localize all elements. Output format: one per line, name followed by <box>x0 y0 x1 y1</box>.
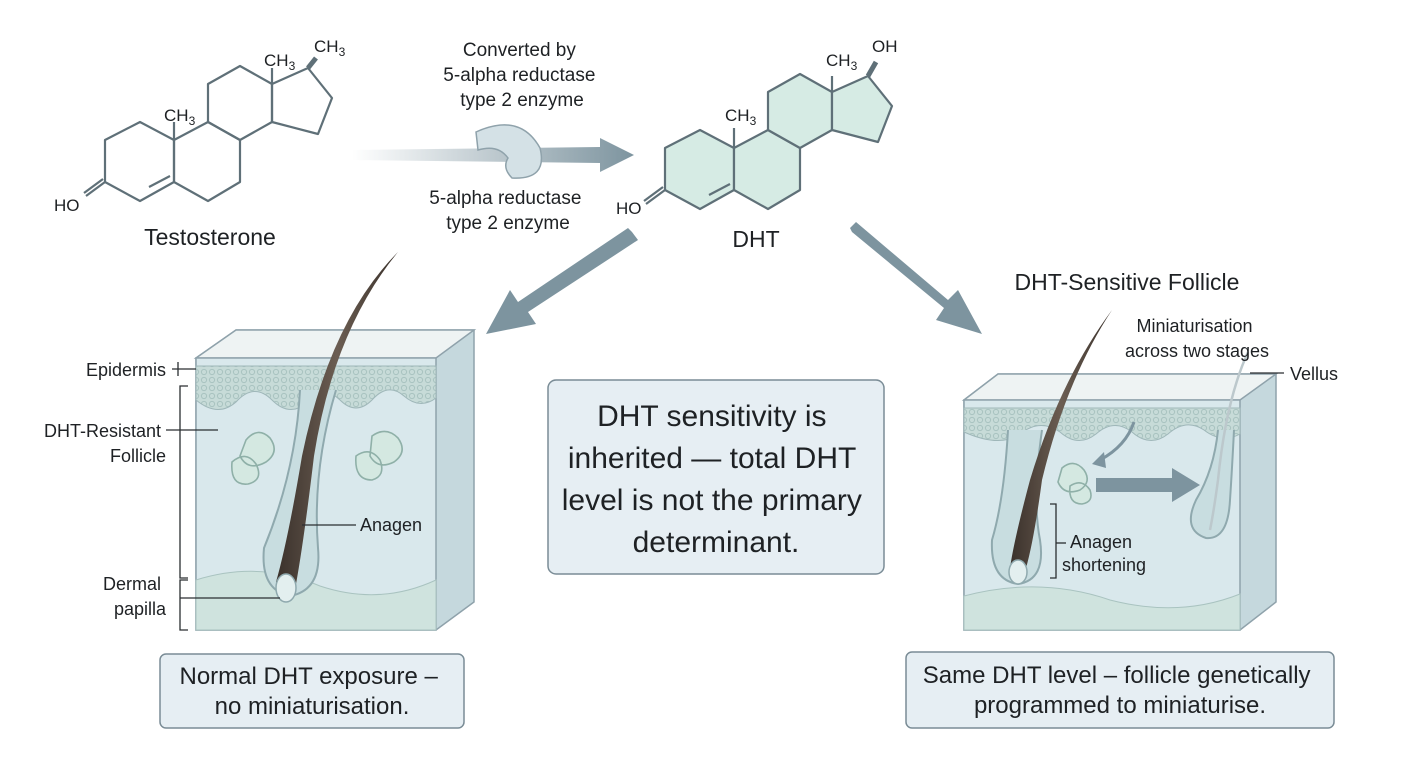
dht-bond-ho-2 <box>643 186 664 202</box>
testosterone-methyl-a: CH3 <box>164 106 196 128</box>
conversion-bottom-label: 5-alpha reductase type 2 enzyme <box>429 188 586 234</box>
dht-label: DHT <box>732 226 779 252</box>
conversion-arrow <box>352 138 634 172</box>
dht-oh: OH <box>872 37 898 56</box>
left-skin-block <box>193 252 477 631</box>
testosterone-ho: HO <box>54 196 80 215</box>
testosterone-methyl-c: CH3 <box>314 37 346 59</box>
double-bond <box>148 175 171 188</box>
dht-ring-d <box>830 74 894 144</box>
testosterone-molecule <box>83 56 334 203</box>
testosterone-methyl-b: CH3 <box>264 51 296 73</box>
arrow-to-left-panel <box>486 228 638 334</box>
bond-ho <box>85 181 106 197</box>
dht-ho: HO <box>616 199 642 218</box>
left-caption: Normal DHT exposure – no miniaturisation… <box>180 663 445 720</box>
resistant-follicle-label: DHT-Resistant Follicle <box>44 421 166 466</box>
conversion-top-label: Converted by 5-alpha reductase type 2 en… <box>443 40 600 111</box>
right-caption-box <box>905 651 1335 729</box>
dht-methyl-a: CH3 <box>725 106 757 128</box>
sensitive-follicle-title: DHT-Sensitive Follicle <box>1015 269 1240 295</box>
dermal-papilla-label: Dermal papilla <box>103 574 167 619</box>
dht-molecule <box>643 60 894 211</box>
ring-a <box>103 120 176 203</box>
dht-bond-ho <box>645 189 666 205</box>
dht-methyl-b: CH3 <box>826 51 858 73</box>
vellus-label: Vellus <box>1290 364 1338 384</box>
center-note-box <box>547 379 885 575</box>
ring-d <box>270 66 334 136</box>
epidermis-label: Epidermis <box>86 360 166 380</box>
wedge-methyl-c <box>306 56 318 70</box>
right-callouts <box>1050 372 1284 579</box>
ring-c <box>206 64 274 142</box>
center-note: DHT sensitivity is inherited — total DHT… <box>562 400 870 559</box>
testosterone-label: Testosterone <box>144 224 276 250</box>
right-skin-block <box>961 310 1279 631</box>
left-callouts <box>166 362 356 631</box>
miniaturisation-label: Miniaturisation across two stages <box>1125 316 1269 361</box>
left-caption-box <box>159 653 465 729</box>
dht-wedge-oh <box>865 60 879 78</box>
dht-double-bond <box>708 183 731 196</box>
arrow-to-right-panel <box>850 222 982 334</box>
enzyme-icon <box>475 124 543 179</box>
anagen-shortening-label: Anagen shortening <box>1062 532 1146 575</box>
anagen-label: Anagen <box>360 515 422 535</box>
dht-ring-a <box>663 128 736 211</box>
bond-ho-2 <box>83 178 104 194</box>
right-caption: Same DHT level – follicle genetically pr… <box>923 662 1317 719</box>
